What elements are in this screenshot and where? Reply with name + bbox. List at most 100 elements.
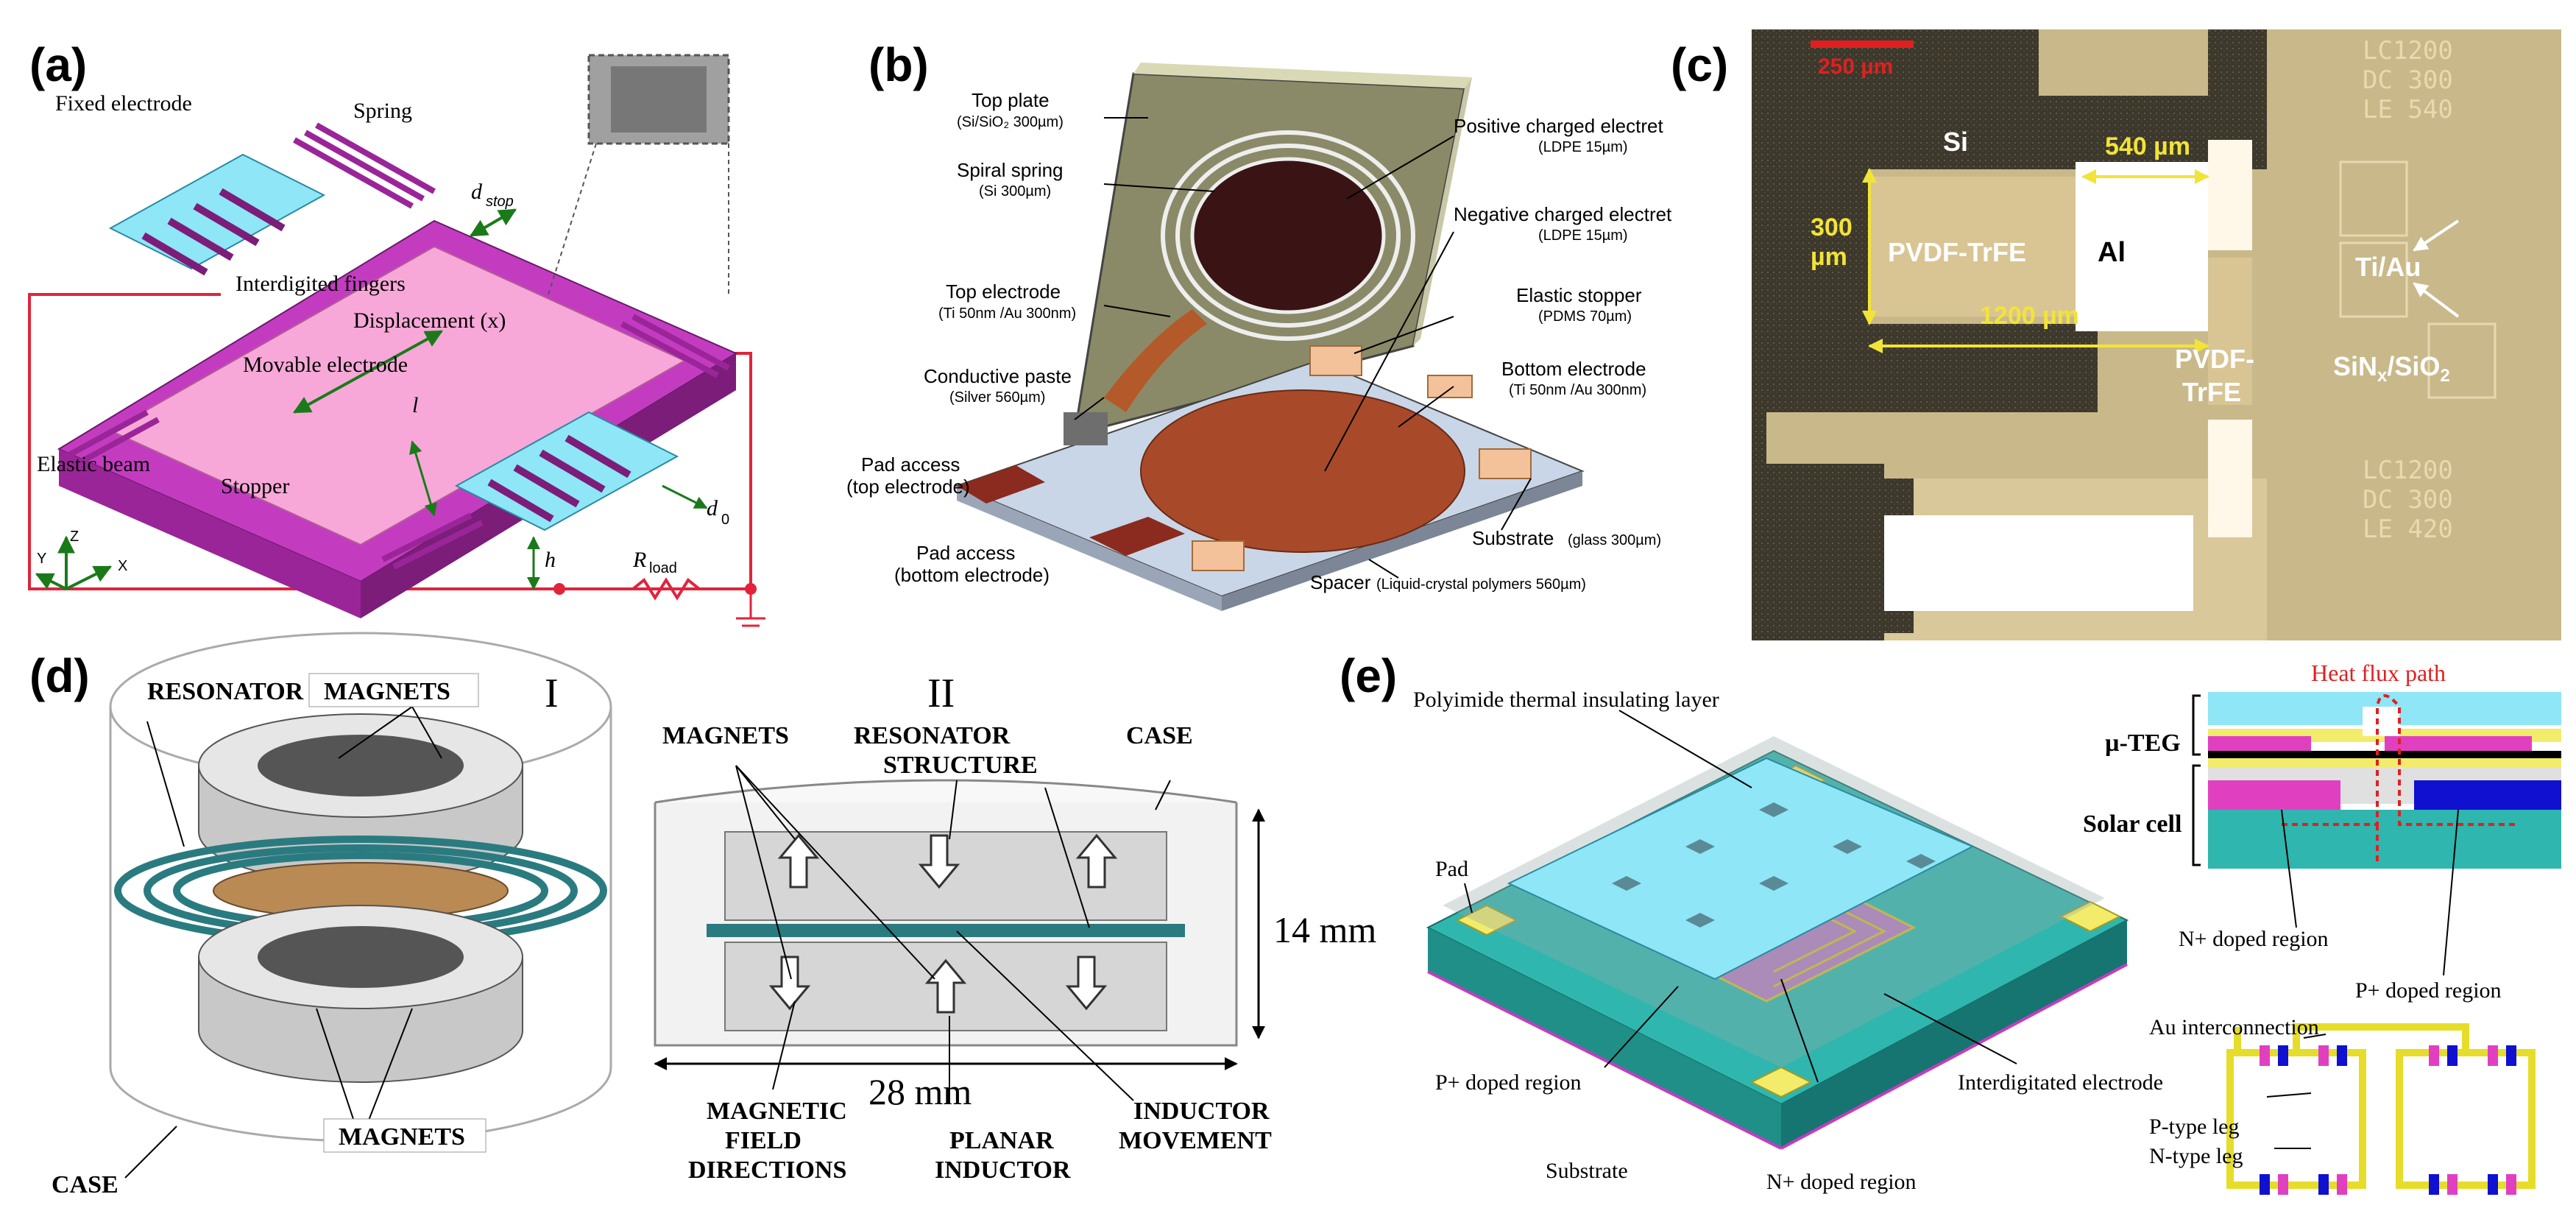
svg-text:II: II [927, 671, 955, 716]
svg-text:I: I [545, 671, 559, 716]
svg-text:Si: Si [1943, 127, 1968, 157]
label-al: Al [2098, 237, 2126, 268]
svg-text:l: l [412, 393, 418, 417]
pvdf-film [1869, 177, 2076, 317]
label-positive-electret: Positive charged electret [1454, 115, 1663, 137]
svg-text:STRUCTURE: STRUCTURE [883, 752, 1038, 779]
label-n-doped-top: N+ doped region [2179, 927, 2329, 951]
label-interdigited-fingers: Interdigited fingers [236, 272, 406, 296]
label-polyimide: Polyimide thermal insulating layer [1413, 688, 1719, 712]
svg-text:DIRECTIONS: DIRECTIONS [688, 1156, 846, 1184]
al-electrode [2076, 162, 2208, 331]
label-movable-electrode: Movable electrode [243, 353, 408, 377]
label-bottom-electrode: Bottom electrode [1501, 358, 1646, 380]
svg-text:LC1200: LC1200 [2363, 456, 2453, 485]
conductive-paste [1064, 412, 1108, 445]
svg-text:X: X [118, 558, 127, 574]
svg-text:d: d [471, 180, 483, 204]
panel-b-label: (b) [868, 38, 929, 91]
label-heat-flux: Heat flux path [2311, 660, 2446, 686]
label-top-plate: Top plate [972, 89, 1050, 111]
label-magnetic-field: MAGNETIC [707, 1098, 847, 1125]
panel-e-label: (e) [1340, 649, 1397, 702]
r-load-resistor [631, 577, 701, 601]
svg-text:(Si 300µm): (Si 300µm) [979, 183, 1051, 199]
label-planar-inductor: PLANAR [949, 1127, 1054, 1154]
svg-text:(Silver 560µm): (Silver 560µm) [949, 389, 1045, 406]
svg-text:Y: Y [37, 551, 46, 567]
panel-e: (e) [1340, 649, 2561, 1195]
svg-text:LE 420: LE 420 [2363, 515, 2453, 544]
panel-a: (a) [28, 38, 765, 627]
label-p-doped-right: P+ doped region [2355, 978, 2502, 1003]
label-pad-access-top: Pad access [861, 453, 960, 476]
svg-text:(Ti 50nm /Au 300nm): (Ti 50nm /Au 300nm) [938, 306, 1076, 322]
springs [65, 122, 730, 570]
label-p-type: P-type leg [2149, 1115, 2239, 1139]
label-mu-teg: µ-TEG [2105, 730, 2181, 757]
svg-text:load: load [649, 560, 677, 576]
interdigited-fingers [141, 188, 631, 523]
panel-a-label: (a) [29, 38, 87, 91]
svg-text:MOVEMENT: MOVEMENT [1119, 1127, 1272, 1154]
svg-text:(PDMS 70µm): (PDMS 70µm) [1538, 308, 1632, 325]
label-negative-electret: Negative charged electret [1454, 203, 1672, 225]
panel-d-label: (d) [29, 649, 90, 702]
axes-icon [35, 535, 113, 590]
svg-text:PVDF-: PVDF- [2175, 344, 2254, 374]
label-spring: Spring [353, 99, 412, 123]
svg-text:(Si/SiO₂ 300µm): (Si/SiO₂ 300µm) [957, 114, 1064, 130]
svg-text:300: 300 [1811, 213, 1853, 241]
label-pvdf: PVDF-TrFE [1888, 237, 2026, 267]
panel-b: (b) [846, 38, 1672, 611]
svg-text:TrFE: TrFE [2182, 377, 2241, 407]
svg-text:(LDPE 15µm): (LDPE 15µm) [1538, 139, 1628, 155]
svg-text:(Liquid-crystal polymers 560µm: (Liquid-crystal polymers 560µm) [1376, 576, 1586, 593]
svg-text:540 µm: 540 µm [2105, 133, 2190, 160]
svg-text:INDUCTOR: INDUCTOR [935, 1156, 1071, 1184]
spiral-spring [1161, 130, 1415, 341]
label-top-electrode: Top electrode [946, 280, 1061, 303]
pad-access-bottom [1089, 517, 1185, 556]
polyimide-layer [1507, 757, 1975, 981]
label-n-type: N-type leg [2149, 1144, 2243, 1168]
label-interdigitated: Interdigitated electrode [1958, 1070, 2163, 1095]
l-arrow [409, 440, 437, 517]
polyimide-holes [1612, 802, 1936, 928]
label-p-doped-left: P+ doped region [1435, 1070, 1582, 1095]
label-magnets-top: MAGNETS [324, 678, 450, 705]
svg-text:DC 300: DC 300 [2363, 485, 2453, 515]
svg-text:(top electrode): (top electrode) [846, 476, 970, 498]
field-arrows [768, 833, 1118, 1014]
au-interconnection [2226, 1023, 2536, 1189]
svg-text:0: 0 [721, 512, 729, 528]
label-magnets-bottom: MAGNETS [339, 1123, 465, 1151]
label-magnets-ii: MAGNETS [662, 722, 789, 749]
svg-text:(glass 300µm): (glass 300µm) [1568, 532, 1661, 548]
label-pad: Pad [1435, 857, 1468, 881]
label-stopper: Stopper [221, 474, 289, 498]
dstop-arrow [469, 208, 517, 237]
displacement-arrow [292, 330, 444, 414]
panel-d: (d) I II RESONATOR MAGNETS [29, 632, 1376, 1198]
bottom-electret [1140, 389, 1465, 553]
resonator-bar [707, 924, 1185, 937]
label-conductive-paste: Conductive paste [924, 365, 1072, 387]
label-spiral-spring: Spiral spring [957, 159, 1064, 181]
label-28mm: 28 mm [868, 1071, 972, 1112]
panel-c-label: (c) [1671, 38, 1728, 91]
svg-text:d: d [707, 496, 718, 520]
svg-text:h: h [545, 548, 556, 572]
label-case-ii: CASE [1126, 722, 1193, 749]
svg-text:LE 540: LE 540 [2363, 95, 2453, 124]
panel-c: (c) 250 µm Si 540 µm 300 µm PVDF-TrFE Al… [1671, 29, 2561, 640]
label-sin: SiNx/SiO2 [2333, 351, 2450, 386]
svg-text:(Ti 50nm /Au 300nm): (Ti 50nm /Au 300nm) [1509, 382, 1646, 398]
svg-text:µm: µm [1811, 243, 1847, 271]
label-substrate-e: Substrate [1546, 1159, 1628, 1183]
e-leader-lines [1464, 710, 2459, 1149]
svg-text:FIELD: FIELD [725, 1127, 802, 1154]
b-leader-lines [1074, 117, 1532, 579]
chip-codes: LC1200 DC 300 LE 540 LC1200 DC 300 LE 42… [2363, 36, 2453, 544]
